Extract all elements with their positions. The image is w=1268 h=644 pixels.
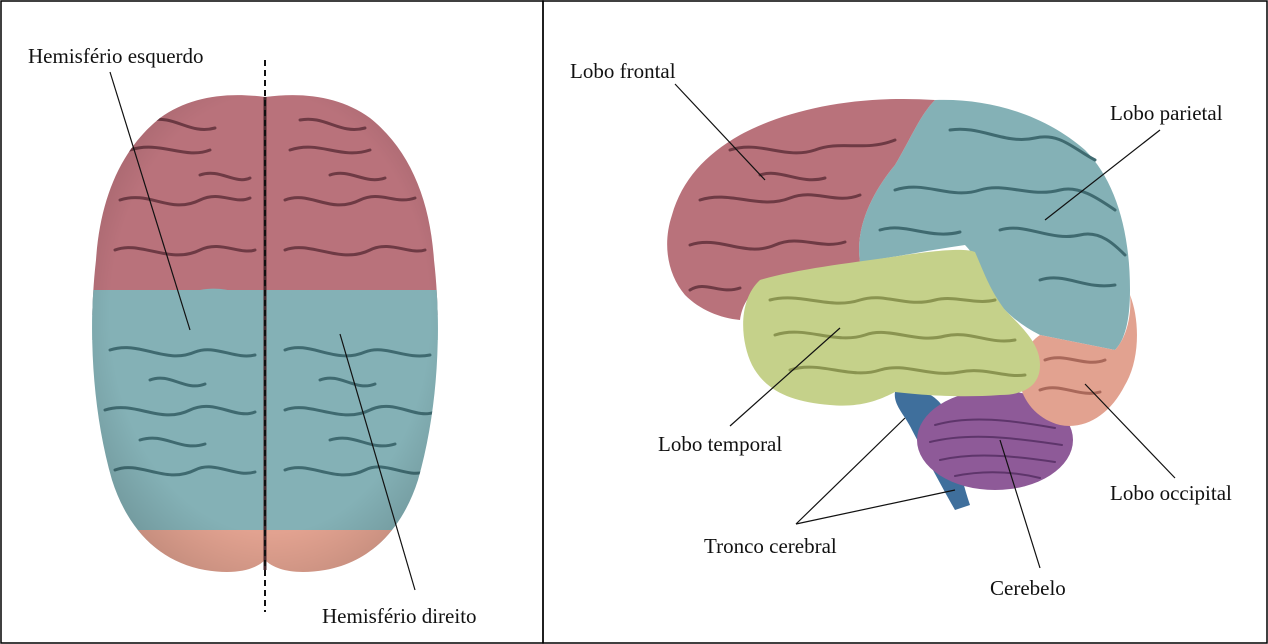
label-right-hemisphere: Hemisfério direito (322, 604, 477, 628)
leader-occipital-lobe (1085, 384, 1175, 478)
label-temporal-lobe: Lobo temporal (658, 432, 782, 456)
leader-brainstem-a (796, 418, 905, 524)
label-left-hemisphere: Hemisfério esquerdo (28, 44, 204, 68)
label-cerebellum: Cerebelo (990, 576, 1066, 600)
label-brainstem: Tronco cerebral (704, 534, 837, 558)
label-frontal-lobe: Lobo frontal (570, 59, 676, 83)
label-occipital-lobe: Lobo occipital (1110, 481, 1232, 505)
leader-brainstem-b (796, 490, 955, 524)
brain-top-view (80, 60, 460, 612)
label-parietal-lobe: Lobo parietal (1110, 101, 1223, 125)
